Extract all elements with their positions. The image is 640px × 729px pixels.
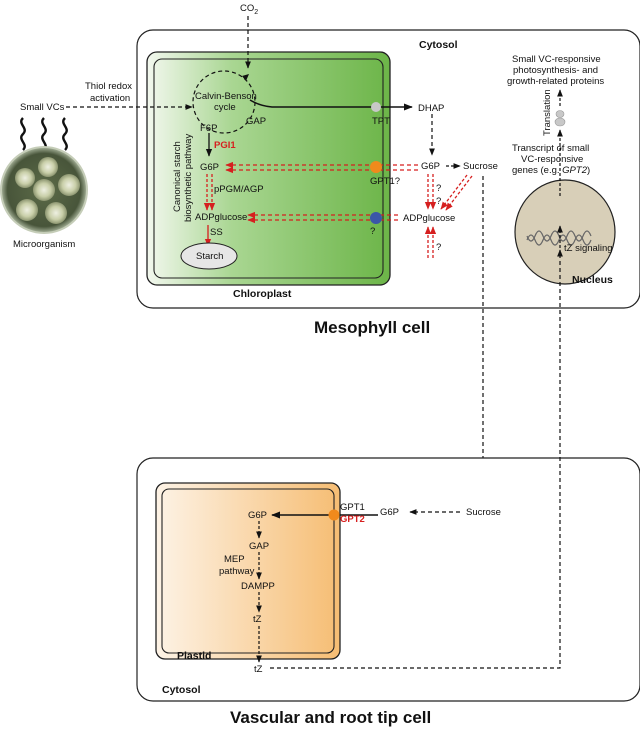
- tpt-label: TPT: [372, 116, 390, 127]
- adpglucose-transporter: [370, 212, 382, 224]
- chloroplast-label: Chloroplast: [233, 288, 292, 300]
- gap-to-dhap-arrow: [249, 99, 413, 111]
- dampp-label: DAMPP: [241, 581, 275, 592]
- gpt1-transporter: [370, 161, 382, 173]
- pgi1-label: PGI1: [214, 140, 236, 151]
- mep-label-line2: pathway: [219, 566, 255, 577]
- small-vcs-label: Small VCs: [20, 102, 65, 113]
- tz-cytosol-label: tZ: [254, 664, 263, 675]
- g6p-cytosol-bottom-label: G6P: [380, 507, 399, 518]
- microorganism-label: Microorganism: [13, 239, 75, 250]
- mep-label-line1: MEP: [224, 554, 245, 565]
- ribosome-icon: [554, 110, 566, 127]
- f6p-label: F6P: [200, 123, 217, 134]
- gpt1-question-label: GPT1?: [370, 176, 400, 187]
- sucrose-to-adpglucose-a: [440, 174, 468, 210]
- nucleus-label: Nucleus: [572, 274, 613, 286]
- mesophyll-cell-title: Mesophyll cell: [314, 318, 430, 337]
- question-mark-1: ?: [436, 183, 441, 194]
- calvin-label-line1: Calvin-Benson: [195, 91, 257, 102]
- thiol-label-line2: activation: [90, 93, 130, 104]
- plastid-inner-membrane: [161, 488, 335, 654]
- calvin-cycle-arrowhead: [242, 74, 249, 81]
- translation-label: Translation: [542, 89, 553, 136]
- sucrose-to-adpglucose-b: [445, 175, 473, 211]
- dna-helix-icon: [526, 230, 592, 246]
- g6p-cytosol-label: G6P: [421, 161, 440, 172]
- plastid-label: Plastid: [177, 650, 211, 662]
- proteins-label-line2: photosynthesis- and: [513, 65, 598, 76]
- calvin-label-line2: cycle: [214, 102, 236, 113]
- nucleus: [514, 179, 616, 285]
- co2-label: CO2: [240, 3, 258, 16]
- canonical-pathway-label-line2: biosynthetic pathway: [183, 134, 194, 222]
- gpt2-label: GPT2: [340, 514, 365, 525]
- adpglucose-cytosol-label: ADPglucose: [403, 213, 455, 224]
- thiol-label-line1: Thiol redox: [85, 81, 132, 92]
- g6p-plastid-label: G6P: [248, 510, 267, 521]
- question-mark-3: ?: [370, 226, 375, 237]
- g6p-chloroplast-label: G6P: [200, 162, 219, 173]
- vascular-cell-title: Vascular and root tip cell: [230, 708, 431, 727]
- question-mark-2: ?: [436, 196, 441, 207]
- gpt2-transporter: [328, 509, 340, 521]
- volatile-wave-icons: [20, 117, 68, 151]
- transcript-label-line3: genes (e.g. GPT2): [512, 165, 590, 176]
- adpglucose-chloroplast-label: ADPglucose: [195, 212, 247, 223]
- microbial-colonies: [15, 157, 80, 224]
- gap-top-label: GAP: [246, 116, 266, 127]
- cytosol-top-label: Cytosol: [419, 39, 458, 51]
- tz-long-transport-arrow: [270, 249, 563, 669]
- tz-signaling-label: tZ signaling: [564, 243, 613, 254]
- cytosol-bottom-label: Cytosol: [162, 684, 201, 696]
- plastid-outer-membrane: [155, 482, 341, 660]
- dhap-label: DHAP: [418, 103, 444, 114]
- ppgm-agp-label: pPGM/AGP: [214, 184, 264, 195]
- question-mark-4: ?: [436, 242, 441, 253]
- ss-label: SS: [210, 227, 223, 238]
- sucrose-top-label: Sucrose: [463, 161, 498, 172]
- proteins-label-line3: growth-related proteins: [507, 76, 604, 87]
- tz-plastid-label: tZ: [253, 614, 262, 625]
- starch-granule: [180, 242, 238, 270]
- canonical-pathway-label-line1: Canonical starch: [172, 141, 183, 212]
- transcript-label-line2: VC-responsive: [521, 154, 583, 165]
- sucrose-bottom-label: Sucrose: [466, 507, 501, 518]
- tpt-transporter: [371, 102, 381, 112]
- proteins-label-line1: Small VC-responsive: [512, 54, 601, 65]
- transcript-label-line1: Transcript of small: [512, 143, 589, 154]
- gpt1-label: GPT1: [340, 502, 365, 513]
- starch-label: Starch: [196, 251, 223, 262]
- gap-plastid-label: GAP: [249, 541, 269, 552]
- chloroplast-inner-membrane: [153, 58, 384, 279]
